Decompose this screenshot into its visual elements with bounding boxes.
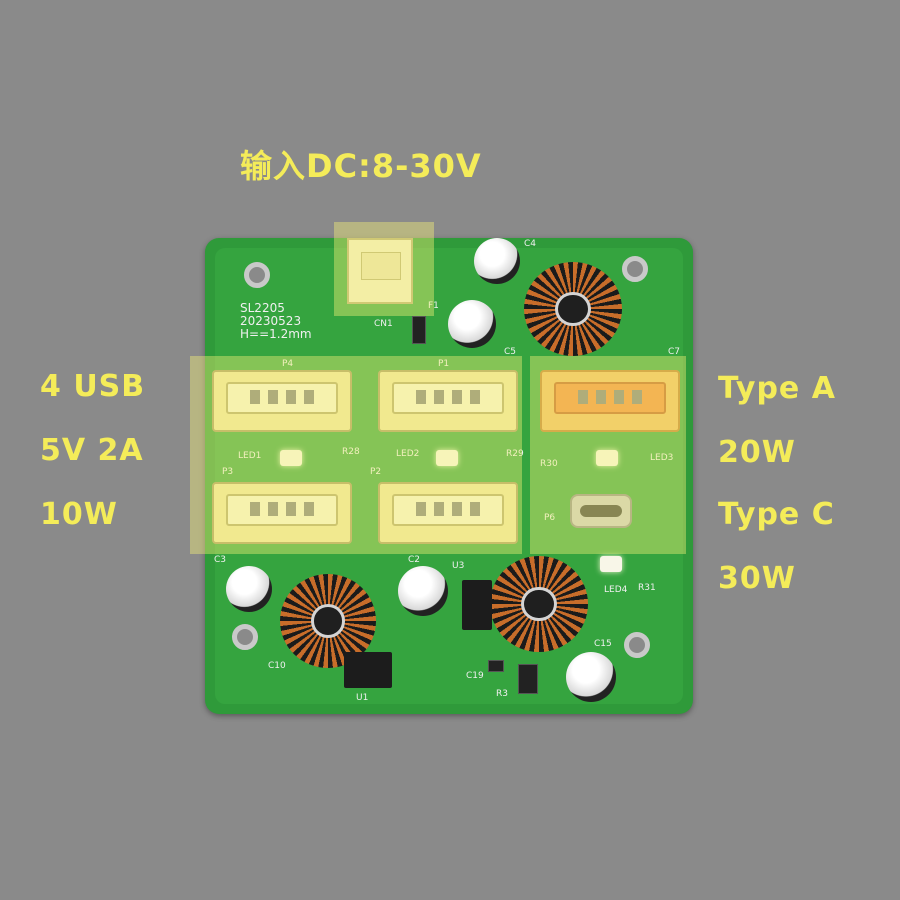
chip-c19 — [488, 660, 504, 672]
mounting-hole-bottom-right — [624, 632, 650, 658]
chip-r3 — [518, 664, 538, 694]
led-4 — [600, 556, 622, 572]
ic-u1 — [344, 652, 392, 688]
designator-led1: LED1 — [238, 451, 262, 461]
ic-u3 — [462, 580, 492, 630]
usb-type-c-port — [570, 494, 632, 528]
designator-u1: U1 — [356, 693, 369, 703]
designator-r3: R3 — [496, 689, 508, 699]
designator-led3: LED3 — [650, 453, 674, 463]
designator-led2: LED2 — [396, 449, 420, 459]
silkscreen-text-block: SL2205 20230523 H==1.2mm — [240, 302, 312, 341]
label-type-c-power: 30W — [718, 561, 796, 596]
designator-p3: P3 — [222, 467, 234, 477]
chip-f1 — [412, 316, 426, 344]
highlight-dc-input — [334, 222, 434, 316]
usb-port-p2 — [378, 482, 518, 544]
mounting-hole-top-left — [244, 262, 270, 288]
designator-r31: R31 — [638, 583, 656, 593]
silkscreen-model: SL2205 — [240, 301, 285, 315]
input-voltage-title: 输入DC:8-30V — [240, 147, 482, 185]
designator-u3: U3 — [452, 561, 465, 571]
label-usb-power: 10W — [40, 497, 118, 532]
label-usb-count: 4 USB — [40, 369, 146, 404]
usb-port-p4 — [212, 370, 352, 432]
capacitor-c4 — [474, 238, 520, 284]
designator-p2: P2 — [370, 467, 382, 477]
inductor-top-right — [524, 262, 622, 356]
inductor-bottom-left — [280, 574, 376, 668]
designator-c10: C10 — [268, 661, 286, 671]
designator-c15: C15 — [594, 639, 612, 649]
designator-c2: C2 — [408, 555, 421, 565]
usb-port-p3 — [212, 482, 352, 544]
designator-p6: P6 — [544, 513, 556, 523]
capacitor-c2 — [398, 566, 448, 616]
designator-f1: F1 — [428, 301, 439, 311]
label-type-a: Type A — [718, 371, 836, 406]
capacitor-c5 — [448, 300, 496, 348]
designator-c19: C19 — [466, 671, 484, 681]
capacitor-c15 — [566, 652, 616, 702]
designator-p4: P4 — [282, 359, 294, 369]
designator-c7: C7 — [668, 347, 681, 357]
highlight-type-ports — [530, 356, 686, 554]
designator-cn1: CN1 — [374, 319, 393, 329]
mounting-hole-top-right — [622, 256, 648, 282]
highlight-usb-group — [190, 356, 522, 554]
mounting-hole-bottom-left — [232, 624, 258, 650]
designator-c3: C3 — [214, 555, 227, 565]
silkscreen-thickness: H==1.2mm — [240, 327, 312, 341]
silkscreen-date: 20230523 — [240, 314, 302, 328]
led-1 — [280, 450, 302, 466]
usb-port-p1 — [378, 370, 518, 432]
inductor-bottom-center — [490, 556, 588, 652]
label-type-c: Type C — [718, 497, 835, 532]
led-2 — [436, 450, 458, 466]
label-type-a-power: 20W — [718, 435, 796, 470]
designator-r30: R30 — [540, 459, 558, 469]
led-3 — [596, 450, 618, 466]
designator-p1: P1 — [438, 359, 450, 369]
designator-c5: C5 — [504, 347, 517, 357]
designator-c4: C4 — [524, 239, 537, 249]
designator-r29: R29 — [506, 449, 524, 459]
label-usb-rating: 5V 2A — [40, 433, 144, 468]
designator-led4: LED4 — [604, 585, 628, 595]
dc-input-connector — [347, 238, 413, 304]
designator-r28: R28 — [342, 447, 360, 457]
capacitor-c3 — [226, 566, 272, 612]
usb-type-a-port — [540, 370, 680, 432]
